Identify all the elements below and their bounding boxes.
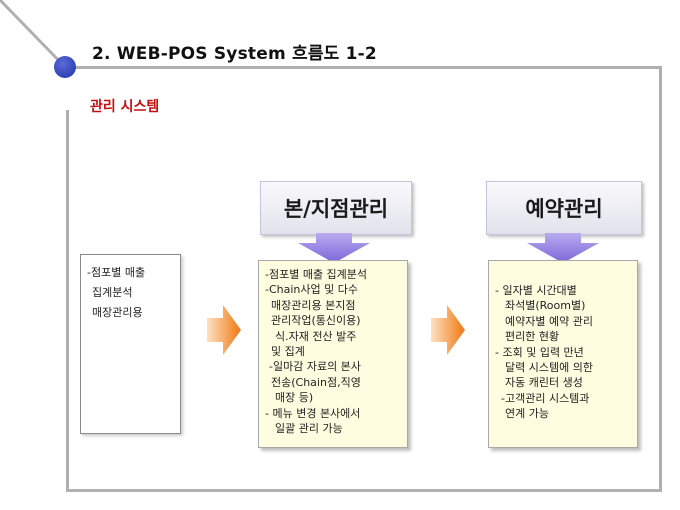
- store-summary-line: -점포별 매출: [87, 266, 146, 279]
- right-arrow-icon: [431, 305, 465, 355]
- detail-line: 일괄 관리 가능: [275, 422, 343, 436]
- detail-line: -일마감 자료의 본사: [269, 360, 361, 374]
- detail-line: - 조회 및 입력 만년: [495, 345, 584, 359]
- page-title: 2. WEB-POS System 흐름도 1-2: [92, 44, 377, 64]
- detail-line: 좌석별(Room별): [505, 299, 586, 313]
- store-summary-line: 집계분석: [92, 286, 133, 299]
- detail-line: 관리작업(통신이용): [271, 314, 361, 328]
- detail-line: 매장관리용 본지점: [271, 298, 356, 312]
- frame-right: [659, 66, 662, 492]
- frame-bottom: [66, 489, 662, 492]
- store-summary-line: 매장관리용: [92, 306, 143, 319]
- detail-line: 예약자별 예약 관리: [505, 314, 593, 328]
- detail-line: - 메뉴 변경 본사에서: [265, 406, 361, 420]
- down-arrow-icon: [527, 233, 599, 263]
- detail-line: 연계 가능: [505, 407, 549, 421]
- detail-line: 편리한 현황: [505, 330, 560, 344]
- title-bullet-dot: [54, 56, 76, 78]
- frame-top: [66, 66, 662, 69]
- detail-line: - 일자별 시간대별: [495, 284, 577, 297]
- reservation-management-details: - 일자별 시간대별 좌석별(Room별) 예약자별 예약 관리 편리한 현황 …: [488, 260, 638, 448]
- frame-diagonal-line: [0, 0, 68, 70]
- frame-left: [66, 110, 69, 492]
- reservation-management-header: 예약관리: [486, 181, 642, 235]
- branch-management-details: -점포별 매출 집계분석 -Chain사업 및 다수 매장관리용 본지점 관리작…: [258, 260, 408, 448]
- right-arrow-icon: [207, 305, 241, 355]
- store-summary-box: -점포별 매출 집계분석 매장관리용: [80, 254, 181, 434]
- detail-line: -고객관리 시스템과: [501, 391, 590, 405]
- detail-line: 전송(Chain점,직영: [271, 375, 361, 389]
- detail-line: -Chain사업 및 다수: [265, 283, 358, 297]
- branch-management-header: 본/지점관리: [260, 181, 412, 235]
- detail-line: 달력 시스템에 의한: [505, 361, 593, 375]
- detail-line: -점포별 매출 집계분석: [265, 268, 368, 281]
- detail-line: 식.자재 전산 발주: [275, 329, 357, 343]
- detail-line: 자동 캐린터 생성: [505, 376, 583, 390]
- down-arrow-icon: [298, 233, 370, 263]
- detail-line: 및 집계: [271, 345, 305, 359]
- section-title: 관리 시스템: [90, 99, 160, 115]
- detail-line: 매장 등): [275, 391, 314, 405]
